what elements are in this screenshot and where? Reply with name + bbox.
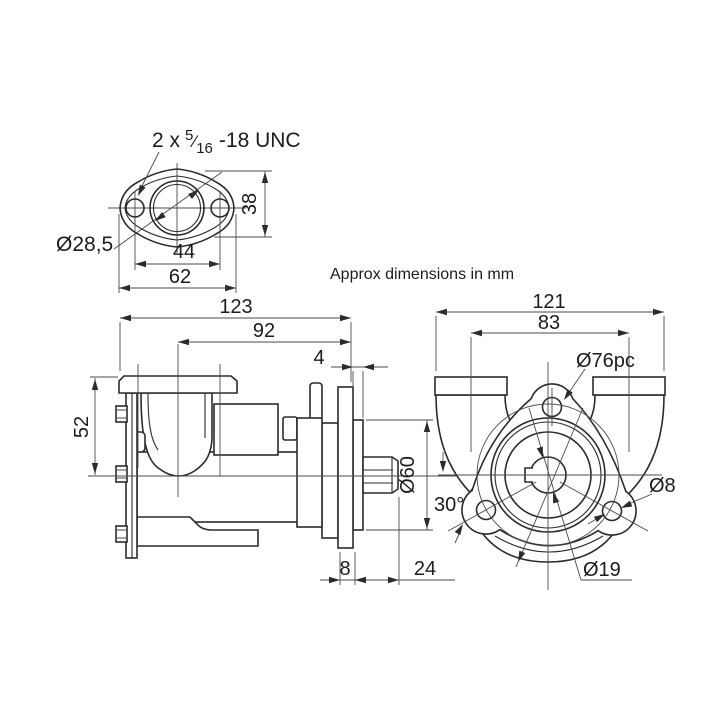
svg-text:Ø60: Ø60 bbox=[397, 456, 419, 494]
front-view: 121 83 Ø76pc Ø8 Ø19 bbox=[434, 291, 676, 590]
bolt-hole-callout: Ø8 bbox=[587, 475, 676, 525]
svg-text:44: 44 bbox=[173, 241, 195, 263]
dim-overall-length: 123 bbox=[119, 296, 352, 382]
dim-hole-spacing: 44 bbox=[134, 219, 221, 270]
svg-text:30°: 30° bbox=[434, 494, 464, 516]
flange-outline bbox=[119, 168, 235, 248]
dim-flange-width: 62 bbox=[118, 214, 237, 293]
dim-port-spacing: 83 bbox=[471, 312, 629, 337]
side-view: 123 92 4 52 8 24 bbox=[71, 296, 458, 585]
svg-text:123: 123 bbox=[219, 296, 252, 318]
dim-hub-diameter: Ø60 bbox=[366, 419, 433, 531]
svg-text:92: 92 bbox=[253, 320, 275, 342]
flange-centerlines bbox=[108, 163, 246, 253]
side-view-centerlines bbox=[88, 344, 458, 497]
front-view-centerlines bbox=[438, 337, 662, 590]
dim-flange-gap: 4 bbox=[313, 347, 388, 418]
units-note: Approx dimensions in mm bbox=[330, 266, 514, 283]
svg-text:Ø19: Ø19 bbox=[583, 559, 621, 581]
bolt-circle-callout: Ø76pc bbox=[561, 350, 635, 402]
mounting-bolts bbox=[115, 405, 128, 543]
dim-overall-width: 121 bbox=[435, 291, 665, 371]
hole-diameter-label: Ø28,5 bbox=[56, 233, 113, 256]
svg-text:62: 62 bbox=[169, 266, 191, 288]
svg-text:24: 24 bbox=[414, 558, 436, 580]
side-view-body bbox=[115, 375, 399, 559]
dim-flange-thickness-and-shaft: 8 24 bbox=[320, 497, 455, 585]
svg-text:Ø76pc: Ø76pc bbox=[576, 350, 635, 372]
svg-text:52: 52 bbox=[71, 416, 93, 438]
shaft-dia-callout: Ø19 bbox=[515, 446, 632, 581]
front-view-body bbox=[434, 376, 666, 563]
svg-text:38: 38 bbox=[239, 193, 261, 215]
svg-text:121: 121 bbox=[532, 291, 565, 313]
dim-centerline-height: 52 bbox=[71, 376, 118, 475]
svg-text:Ø8: Ø8 bbox=[649, 475, 676, 497]
svg-text:8: 8 bbox=[339, 558, 350, 580]
dim-flange-height: 38 bbox=[205, 170, 272, 238]
svg-text:83: 83 bbox=[538, 312, 560, 334]
angle-callout: 30° bbox=[434, 452, 466, 544]
svg-text:4: 4 bbox=[313, 347, 324, 369]
dim-body-length: 92 bbox=[178, 320, 351, 346]
